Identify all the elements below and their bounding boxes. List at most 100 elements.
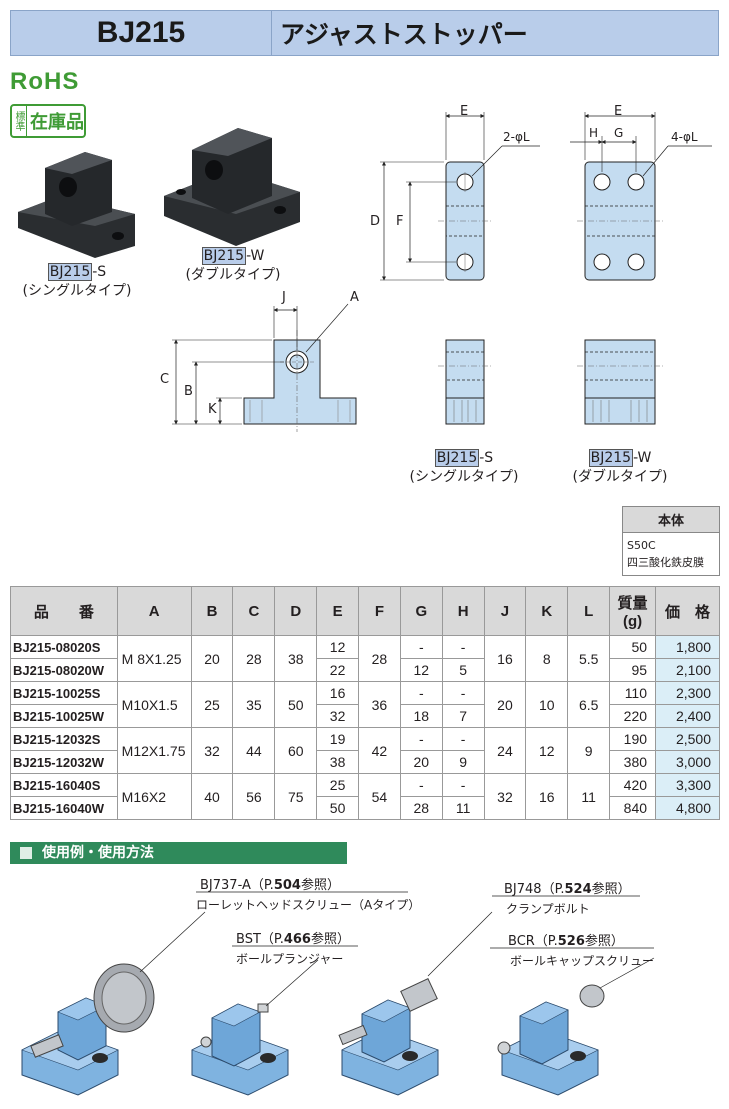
photo-double-suffix: -W	[246, 248, 265, 264]
cell-l: 5.5	[567, 635, 611, 682]
dim-label-h: H	[589, 126, 599, 140]
cell-e: 32	[316, 704, 360, 728]
cell-d: 38	[274, 635, 318, 682]
material-header: 本体	[623, 507, 719, 533]
cell-a: M 8X1.25	[116, 635, 192, 682]
cell-g: 28	[399, 796, 443, 820]
column-header: G	[399, 586, 443, 636]
cell-h: 7	[441, 704, 485, 728]
ref-bj737: BJ737-A（P.504参照）	[200, 874, 340, 893]
dim-label-f: F	[396, 214, 404, 229]
top-view-double	[570, 112, 712, 281]
photo-double-code: BJ215	[201, 247, 247, 265]
part-number-cell: BJ215-12032W	[10, 750, 118, 774]
column-header: A	[116, 586, 192, 636]
cell-g: -	[399, 727, 443, 751]
cell-h: 5	[441, 658, 485, 682]
cell-h: -	[441, 727, 485, 751]
usage-section-bar: 使用例・使用方法	[10, 842, 347, 864]
dim-label-hole-double: 4-φL	[671, 130, 698, 144]
material-line: 四三酸化鉄皮膜	[627, 556, 704, 569]
drawing-single-code: BJ215	[434, 449, 480, 467]
ref-tail: 参照）	[310, 932, 350, 947]
ref-tail: 参照）	[584, 934, 624, 949]
cell-g: 12	[399, 658, 443, 682]
ref-page: 466	[283, 932, 311, 947]
stock-badge-small: 標準	[12, 106, 27, 136]
photo-single-suffix: -S	[92, 264, 107, 280]
weight-cell: 190	[609, 727, 657, 751]
dim-label-e-double: E	[614, 104, 623, 119]
product-title-header: アジャストストッパー	[272, 10, 719, 56]
front-view-single	[438, 339, 492, 425]
dim-label-e-single: E	[460, 104, 469, 119]
cell-f: 42	[358, 727, 401, 774]
column-header: 質量 (g)	[609, 586, 657, 636]
drawing-double-label: (ダブルタイプ)	[572, 469, 668, 485]
dim-label-hole-single: 2-φL	[503, 130, 530, 144]
drawing-double-code: BJ215	[588, 449, 634, 467]
column-header: K	[525, 586, 569, 636]
dim-label-j: J	[282, 290, 286, 305]
cell-b: 32	[190, 727, 234, 774]
drawing-double-suffix: -W	[633, 450, 652, 466]
cell-k: 12	[525, 727, 569, 774]
ref-code: BST（P.	[236, 932, 284, 947]
drawing-single-suffix: -S	[479, 450, 494, 466]
cell-k: 10	[525, 681, 569, 728]
cell-a: M12X1.75	[116, 727, 192, 774]
cell-f: 54	[358, 773, 401, 820]
side-view-drawing	[172, 303, 357, 432]
drawing-double-caption: BJ215-W (ダブルタイプ)	[560, 449, 680, 486]
dim-label-b: B	[184, 384, 193, 399]
cell-g: -	[399, 681, 443, 705]
top-view-single	[380, 112, 540, 281]
photo-single-part	[18, 152, 135, 258]
weight-cell: 840	[609, 796, 657, 820]
weight-cell: 380	[609, 750, 657, 774]
front-view-double	[577, 339, 663, 425]
cell-l: 9	[567, 727, 611, 774]
column-header: E	[316, 586, 360, 636]
dim-label-k: K	[208, 402, 217, 417]
price-cell: 2,400	[655, 704, 720, 728]
column-header: B	[190, 586, 234, 636]
material-box: 本体 S50C 四三酸化鉄皮膜	[622, 506, 720, 576]
price-cell: 1,800	[655, 635, 720, 659]
ref-page: 524	[564, 882, 592, 897]
cell-e: 12	[316, 635, 360, 659]
weight-cell: 220	[609, 704, 657, 728]
dim-label-a: A	[350, 290, 359, 305]
ref-bst: BST（P.466参照）	[236, 928, 350, 947]
ref-tail: 参照）	[591, 882, 631, 897]
cell-e: 16	[316, 681, 360, 705]
dim-label-d: D	[370, 214, 381, 229]
column-header: L	[567, 586, 611, 636]
part-number-cell: BJ215-08020W	[10, 658, 118, 682]
usage-illustrations	[21, 911, 655, 1096]
cell-j: 16	[483, 635, 527, 682]
cell-a: M10X1.5	[116, 681, 192, 728]
price-cell: 3,300	[655, 773, 720, 797]
rohs-badge: RoHS	[10, 68, 80, 95]
stock-badge-big: 在庫品	[30, 112, 84, 133]
cell-e: 50	[316, 796, 360, 820]
price-cell: 3,000	[655, 750, 720, 774]
part-number-cell: BJ215-12032S	[10, 727, 118, 751]
weight-cell: 50	[609, 635, 657, 659]
ref-code: BJ737-A（P.	[200, 878, 274, 893]
cell-g: -	[399, 773, 443, 797]
cell-d: 50	[274, 681, 318, 728]
cell-j: 20	[483, 681, 527, 728]
column-header: F	[358, 586, 401, 636]
drawing-single-caption: BJ215-S (シングルタイプ)	[404, 449, 524, 486]
weight-cell: 95	[609, 658, 657, 682]
cell-l: 6.5	[567, 681, 611, 728]
ref-tail: 参照）	[300, 878, 340, 893]
